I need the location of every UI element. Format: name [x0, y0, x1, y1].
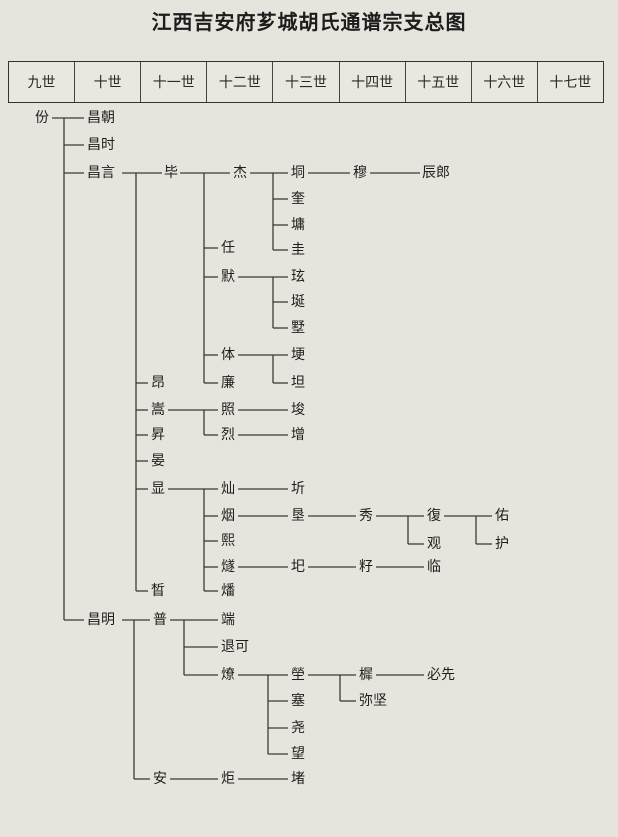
- node-qiong: 塋: [290, 667, 306, 683]
- generation-11: 十一世: [141, 62, 208, 102]
- node-zhao: 照: [220, 402, 236, 418]
- node-can: 灿: [220, 481, 236, 497]
- node-xian: 显: [150, 481, 166, 497]
- node-bixian: 必先: [426, 667, 456, 683]
- generation-13: 十三世: [273, 62, 340, 102]
- node-ye: 墅: [290, 320, 306, 336]
- node-jiong: 垌: [290, 165, 306, 181]
- node-yan: 晏: [150, 453, 166, 469]
- node-lian: 廉: [220, 375, 236, 391]
- node-changyan: 昌言: [86, 165, 116, 181]
- node-yong: 墉: [290, 217, 306, 233]
- node-guan: 观: [426, 536, 442, 552]
- node-hu: 护: [494, 536, 510, 552]
- node-lie: 烈: [220, 427, 236, 443]
- node-xiu: 秀: [358, 508, 374, 524]
- node-mijian: 弥坚: [358, 693, 388, 709]
- node-hui: 樨: [358, 667, 374, 683]
- node-tan: 坦: [290, 375, 306, 391]
- generation-9: 九世: [9, 62, 76, 102]
- node-ang: 昂: [150, 375, 166, 391]
- node-ren: 任: [220, 240, 236, 256]
- generation-16: 十六世: [472, 62, 538, 102]
- node-du: 堵: [290, 771, 306, 787]
- node-kui: 奎: [290, 191, 306, 207]
- node-an: 安: [152, 771, 168, 787]
- node-zeng: 增: [290, 427, 306, 443]
- node-jie: 杰: [232, 165, 248, 181]
- node-you: 佑: [494, 508, 510, 524]
- node-yin: 烟: [220, 508, 236, 524]
- node-ti: 体: [220, 347, 236, 363]
- generation-15: 十五世: [406, 62, 472, 102]
- node-ting: 埏: [290, 294, 306, 310]
- node-xi: 熙: [220, 533, 236, 549]
- node-zi: 籽: [358, 559, 374, 575]
- node-ju: 炬: [220, 771, 236, 787]
- node-mo: 默: [220, 269, 236, 285]
- node-si: 圯: [290, 559, 306, 575]
- node-pu: 普: [152, 612, 168, 628]
- node-wang: 望: [290, 746, 306, 762]
- node-yao: 尧: [290, 720, 306, 736]
- node-zhi: 垦: [290, 508, 306, 524]
- node-chenlang: 辰郎: [421, 165, 451, 181]
- node-sai: 塞: [290, 693, 306, 709]
- node-lin: 临: [426, 559, 442, 575]
- node-jun: 埈: [290, 402, 306, 418]
- node-liao: 燎: [220, 667, 236, 683]
- node-zhe: 晳: [150, 583, 166, 599]
- node-tuike: 退可: [220, 639, 250, 655]
- generation-14: 十四世: [340, 62, 406, 102]
- node-qi: 圻: [290, 481, 306, 497]
- node-fen: 份: [34, 110, 50, 126]
- node-changming: 昌明: [86, 612, 116, 628]
- node-changshi: 昌时: [86, 137, 116, 153]
- node-duan: 端: [220, 612, 236, 628]
- node-fan: 燔: [220, 583, 236, 599]
- node-sui: 燧: [220, 559, 236, 575]
- node-hong: 玹: [290, 269, 306, 285]
- node-changchao: 昌朝: [86, 110, 116, 126]
- generation-header: 九世 十世 十一世 十二世 十三世 十四世 十五世 十六世 十七世: [8, 61, 604, 103]
- node-song: 嵩: [150, 402, 166, 418]
- generation-12: 十二世: [207, 62, 274, 102]
- node-sheng: 昇: [150, 427, 166, 443]
- node-kun: 埂: [290, 347, 306, 363]
- node-fu: 復: [426, 508, 442, 524]
- generation-17: 十七世: [549, 75, 592, 91]
- node-gui: 圭: [290, 242, 306, 258]
- diagram-title: 江西吉安府芗城胡氏通谱宗支总图: [151, 10, 467, 34]
- node-mu: 穆: [352, 165, 368, 181]
- node-bi: 毕: [163, 165, 179, 181]
- generation-10: 十世: [75, 62, 142, 102]
